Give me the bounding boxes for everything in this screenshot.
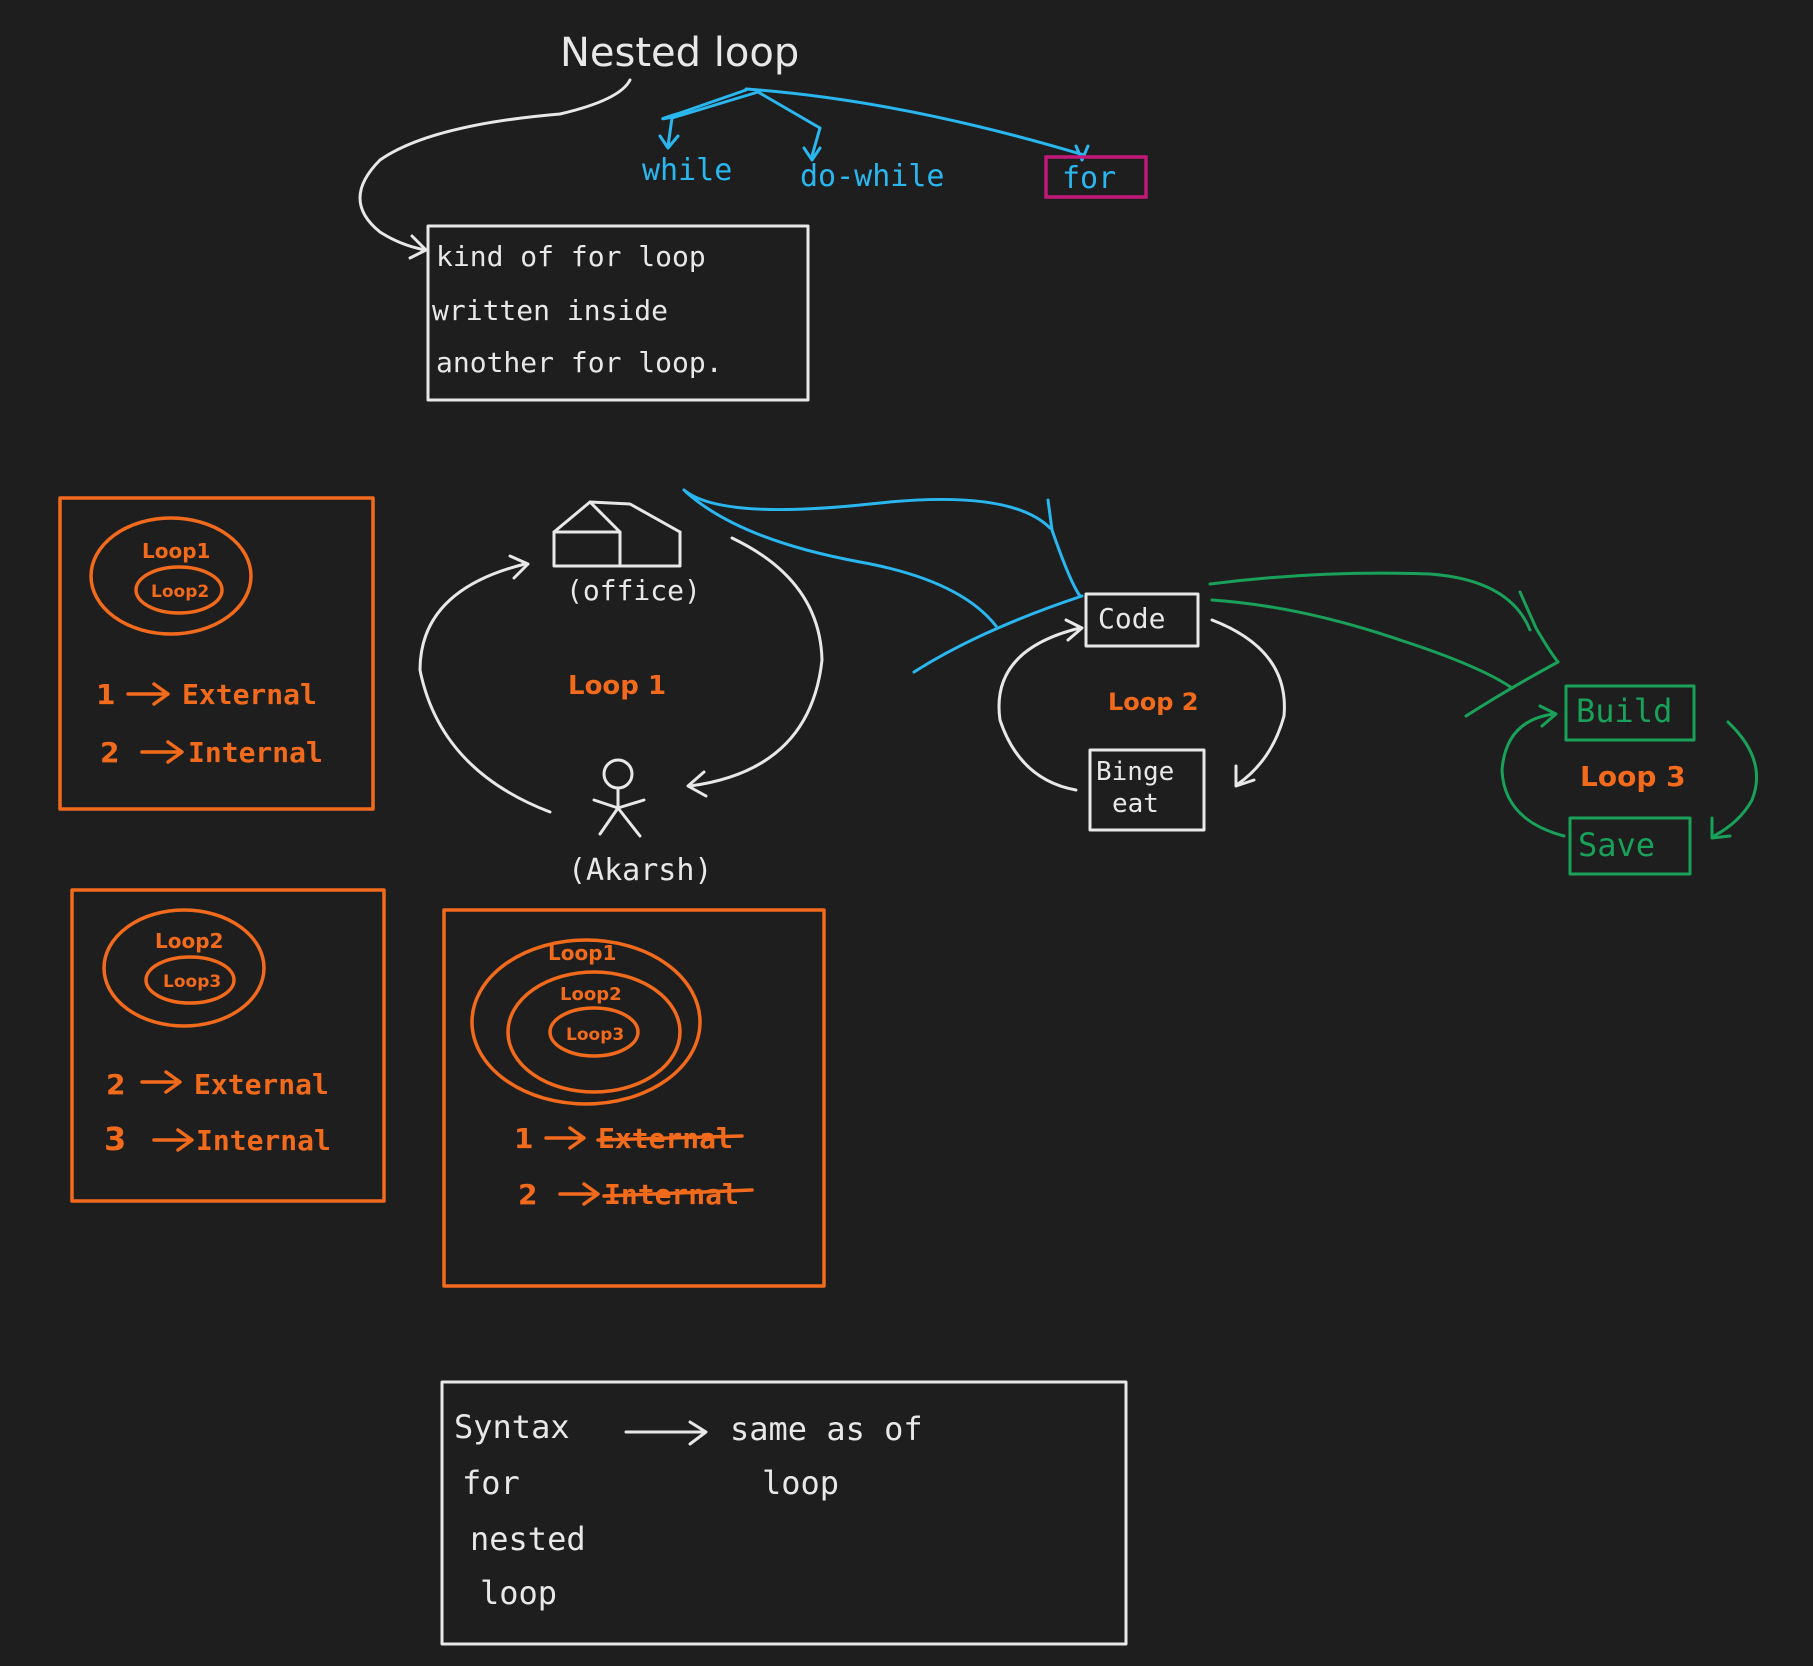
box-c [442,908,826,1288]
for-highlight-box [1044,155,1148,199]
loop-types-branch-arrows [658,87,1090,162]
box-a-line2-num: 2 [100,736,119,769]
definition-line-2: written inside [432,294,668,327]
box-a-line1-text: External [182,678,317,711]
box-b-outer-label: Loop2 [155,929,223,953]
box-a-inner-label: Loop2 [151,582,209,602]
box-c-outer-label: Loop1 [548,941,616,965]
box-c-middle-ellipse [506,970,682,1094]
definition-box [426,224,810,402]
box-a-line2-arrow-icon [140,740,184,764]
syntax-loop2-word: loop [480,1574,557,1612]
box-b-line1-num: 2 [106,1068,125,1101]
title: Nested loop [560,30,799,76]
definition-line-1: kind of for loop [436,240,706,273]
box-c-middle-label: Loop2 [560,984,622,1005]
syntax-nested-word: nested [470,1520,586,1558]
code-label: Code [1098,602,1165,635]
box-c-line1-strikethrough [596,1134,744,1142]
box-c-line2-arrow-icon [558,1182,600,1206]
loop-type-do-while: do-while [800,159,945,194]
box-b-line1-arrow-icon [140,1070,182,1094]
box-a-line1-arrow-icon [126,682,170,706]
office-house-icon [552,500,682,568]
box-a-inner-ellipse [134,565,224,615]
box-b [70,888,386,1203]
syntax-box [440,1380,1128,1646]
loop-type-while: while [642,153,732,188]
box-b-line2-arrow-icon [152,1128,194,1152]
box-c-outer-ellipse [470,938,702,1106]
loop3-label: Loop 3 [1580,760,1686,793]
box-a-outer-label: Loop1 [142,539,210,563]
box-c-inner-ellipse [548,1006,640,1058]
build-label: Build [1576,692,1672,730]
loop1-label: Loop 1 [568,671,666,701]
build-box [1564,684,1696,742]
box-a-outer-ellipse [89,516,253,636]
binge-label-2: eat [1112,789,1159,819]
box-c-line1-num: 1 [514,1122,533,1155]
loop-type-for: for [1062,161,1116,196]
save-label: Save [1578,826,1655,864]
box-b-inner-ellipse [144,955,236,1005]
loop2-cycle-arrows [997,618,1286,792]
office-label: (office) [566,574,701,607]
box-c-line1-arrow-icon [544,1126,586,1150]
save-box [1568,816,1692,876]
box-b-line2-num: 3 [104,1120,126,1158]
syntax-for-word: for [462,1464,520,1502]
loop2-label: Loop 2 [1108,688,1199,716]
syntax-word: Syntax [454,1408,570,1446]
binge-label-1: Binge [1096,757,1174,787]
binge-eat-box [1088,748,1206,832]
box-b-outer-ellipse [102,908,266,1028]
person-label: (Akarsh) [568,853,713,888]
box-b-inner-label: Loop3 [163,972,221,992]
box-c-inner-label: Loop3 [566,1025,624,1045]
box-a-line2-text: Internal [188,736,323,769]
box-a [58,496,375,811]
syntax-same-as-of: same as of [730,1410,923,1448]
loop3-cycle-arrows [1500,704,1759,840]
person-stick-figure-icon [592,758,646,838]
syntax-arrow-icon [624,1420,708,1446]
box-b-line1-text: External [194,1068,329,1101]
syntax-loop-word: loop [762,1464,839,1502]
box-b-line2-text: Internal [196,1124,331,1157]
box-a-line1-num: 1 [96,678,115,711]
title-to-definition-arrow [358,78,632,260]
definition-line-3: another for loop. [436,346,723,379]
code-box [1084,592,1200,648]
box-c-line2-strikethrough [602,1188,754,1198]
loop2-to-loop3-arrow [1208,571,1560,718]
loop1-cycle-arrows [418,536,824,814]
loop1-to-loop2-arrow [682,488,1084,674]
box-c-line2-num: 2 [518,1178,537,1211]
